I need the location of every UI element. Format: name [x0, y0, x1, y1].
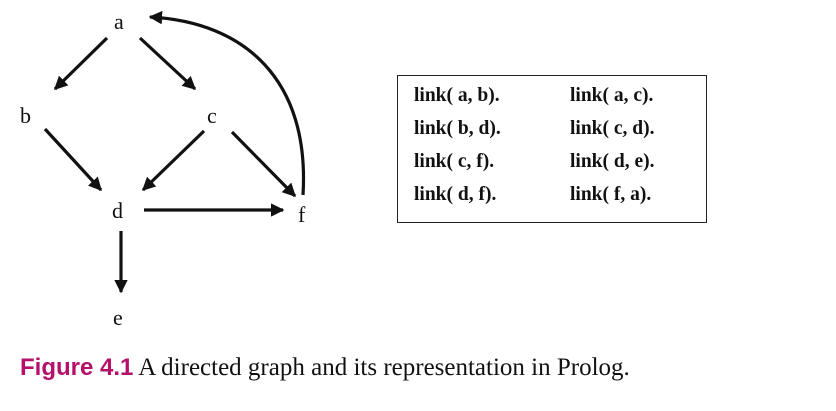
fact-link-c-f: link( c, f). — [414, 151, 495, 172]
figure-caption-text: A directed graph and its representation … — [138, 354, 630, 381]
fact-link-a-b: link( a, b). — [414, 85, 500, 106]
figure-number: Figure 4.1 — [20, 354, 134, 381]
node-c: c — [207, 103, 217, 128]
edge-c-f — [230, 130, 297, 198]
node-d: d — [112, 198, 123, 223]
fact-link-f-a: link( f, a). — [570, 184, 652, 205]
edge-b-d — [43, 127, 103, 192]
directed-graph: a b c d e f — [20, 9, 306, 330]
prolog-facts-box: link( a, b). link( a, c). link( b, d). l… — [397, 75, 707, 223]
fact-link-d-e: link( d, e). — [570, 151, 655, 172]
node-b: b — [20, 103, 31, 128]
fact-link-a-c: link( a, c). — [570, 85, 654, 106]
node-e: e — [113, 305, 123, 330]
edge-a-b — [53, 36, 109, 91]
figure-caption: Figure 4.1 A directed graph and its repr… — [20, 354, 630, 382]
fact-link-c-d: link( c, d). — [570, 118, 655, 139]
edge-a-c — [138, 36, 197, 91]
fact-link-b-d: link( b, d). — [414, 118, 501, 139]
fact-link-d-f: link( d, f). — [414, 184, 497, 205]
node-a: a — [114, 9, 124, 34]
edge-f-a — [148, 10, 306, 196]
node-f: f — [298, 202, 306, 227]
edge-c-d — [141, 129, 206, 192]
